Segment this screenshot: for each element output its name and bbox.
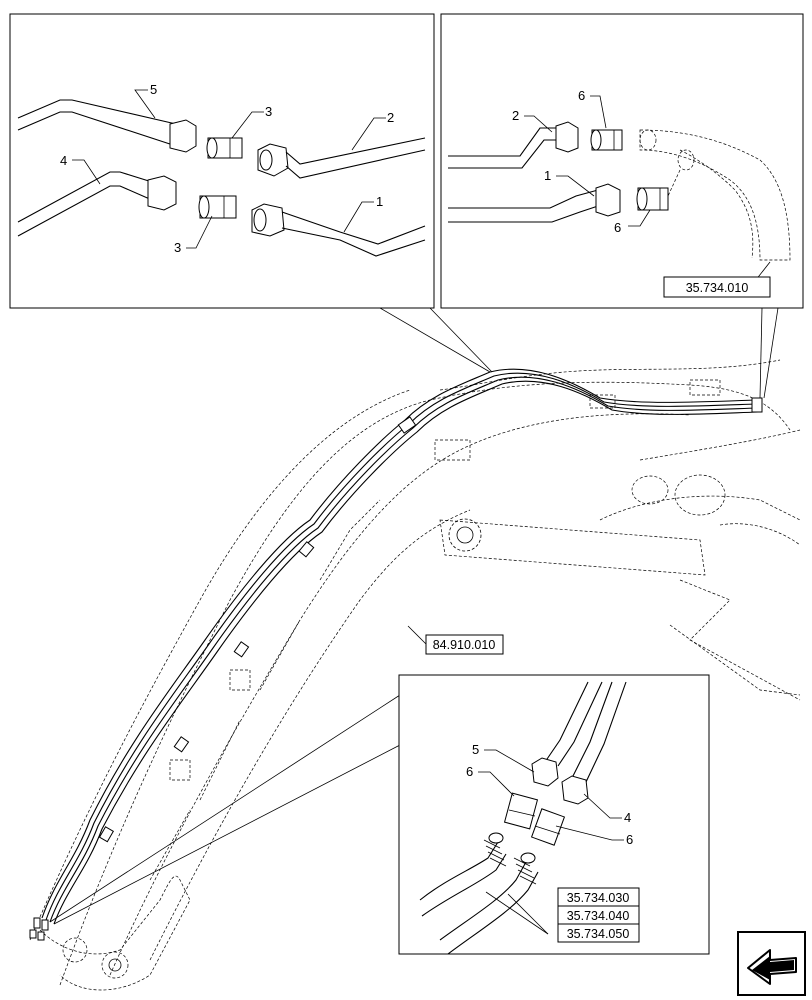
reference-35734030[interactable]: 35.734.030 [567, 891, 630, 905]
callout-1: 1 [376, 194, 383, 209]
boom-hydraulic-lines [29, 368, 763, 941]
reference-35734050[interactable]: 35.734.050 [567, 927, 630, 941]
detail-box-bottom: 5 6 4 6 35.734.030 35.734.040 35.734.050 [398, 674, 710, 955]
callout-4: 4 [60, 153, 67, 168]
callout-2: 2 [387, 110, 394, 125]
callout-5: 5 [150, 82, 157, 97]
detail-box-top-right: 35.734.010 6 2 1 6 [440, 13, 804, 309]
callout-4-bottom: 4 [624, 810, 631, 825]
reference-84910010[interactable]: 84.910.010 [433, 638, 496, 652]
callout-6-top: 6 [578, 88, 585, 103]
callout-3-bottom: 3 [174, 240, 181, 255]
reference-box-35734050[interactable] [557, 923, 640, 943]
callout-3-top: 3 [265, 104, 272, 119]
callout-6-bottom: 6 [614, 220, 621, 235]
callout-6-bottom-right: 6 [626, 832, 633, 847]
callout-6-bottom-left: 6 [466, 764, 473, 779]
reference-box-35734010[interactable] [663, 276, 771, 298]
detail-leaders [49, 307, 779, 925]
callout-2-right: 2 [512, 108, 519, 123]
arrow-left-icon[interactable] [737, 931, 806, 996]
callout-1-right: 1 [544, 168, 551, 183]
main-reference[interactable]: 84.910.010 [407, 625, 504, 655]
reference-35734040[interactable]: 35.734.040 [567, 909, 630, 923]
detail-box-top-left: 5 3 2 4 1 3 [9, 13, 435, 309]
boom-drawing [29, 359, 801, 991]
reference-35734010[interactable]: 35.734.010 [686, 281, 749, 295]
callout-5-bottom: 5 [472, 742, 479, 757]
